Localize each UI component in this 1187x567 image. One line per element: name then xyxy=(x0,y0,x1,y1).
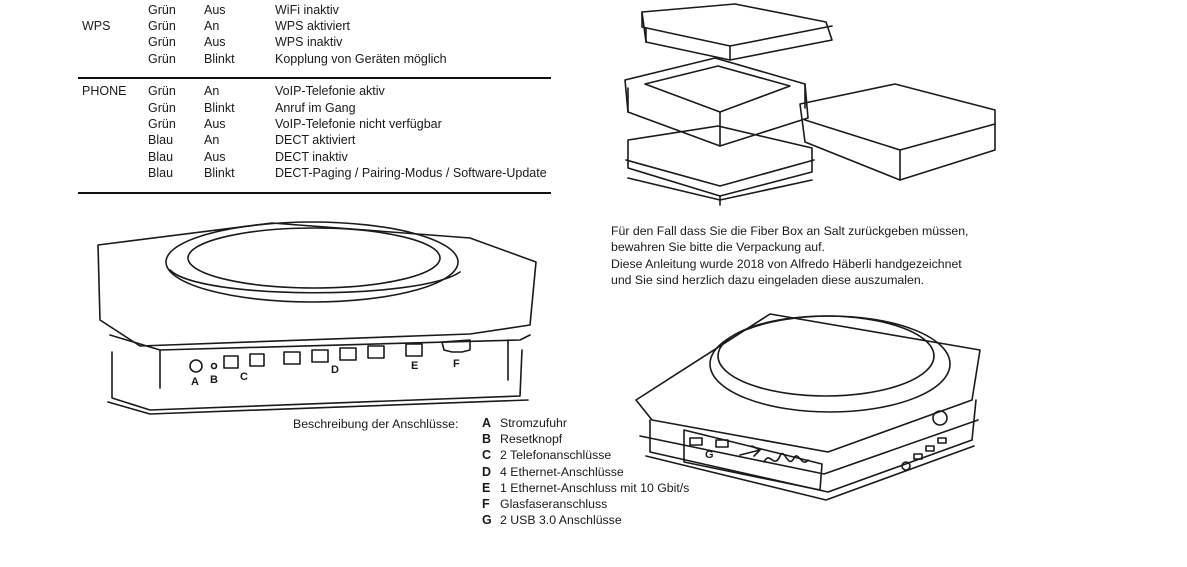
legend-text: 1 Ethernet-Anschluss mit 10 Gbit/s xyxy=(500,481,690,495)
table-cell-color: Blau xyxy=(148,150,174,164)
table-cell-color: Grün xyxy=(148,3,176,17)
table-cell-color: Grün xyxy=(148,84,176,98)
table-cell-color: Grün xyxy=(148,52,176,66)
router-side-illustration: G xyxy=(635,313,981,501)
label-d: D xyxy=(331,364,339,376)
table-cell-state: An xyxy=(204,84,220,98)
table-cell-meaning: WiFi inaktiv xyxy=(275,3,339,17)
ethernet-10g-port-icon xyxy=(405,343,423,357)
label-f: F xyxy=(453,358,460,370)
table-cell-state: Aus xyxy=(204,150,226,164)
table-cell-state: An xyxy=(204,19,220,33)
table-group-phone: PHONE xyxy=(82,84,127,98)
label-e: E xyxy=(411,360,418,372)
phone-port-icon xyxy=(249,353,265,367)
power-port-icon xyxy=(189,359,203,373)
table-cell-meaning: WPS inaktiv xyxy=(275,35,343,49)
legend-letter: A xyxy=(482,416,492,430)
note-line: und Sie sind herzlich dazu eingeladen di… xyxy=(611,273,925,287)
legend-text: 2 Telefonanschlüsse xyxy=(500,448,612,462)
note-line: bewahren Sie bitte die Verpackung auf. xyxy=(611,240,825,254)
table-cell-state: An xyxy=(204,133,220,147)
legend-text: 4 Ethernet-Anschlüsse xyxy=(500,465,624,479)
ethernet-port-icon xyxy=(339,347,357,361)
legend-letter: C xyxy=(482,448,492,462)
table-cell-state: Aus xyxy=(204,117,226,131)
usb-panel xyxy=(683,429,823,491)
table-group-wps: WPS xyxy=(82,19,111,33)
legend-text: 2 USB 3.0 Anschlüsse xyxy=(500,513,622,527)
legend-letter: F xyxy=(482,497,490,511)
table-cell-meaning: DECT-Paging / Pairing-Modus / Software-U… xyxy=(275,166,547,180)
legend-letter: E xyxy=(482,481,491,495)
table-cell-color: Blau xyxy=(148,133,174,147)
table-cell-color: Grün xyxy=(148,101,176,115)
router-back-illustration: A B C D E F xyxy=(97,221,537,415)
table-cell-meaning: DECT inaktiv xyxy=(275,150,348,164)
legend-heading: Beschreibung der Anschlüsse: xyxy=(293,417,459,431)
table-divider xyxy=(78,77,551,79)
table-cell-state: Aus xyxy=(204,35,226,49)
legend-text: Resetknopf xyxy=(500,432,563,446)
usb-port-icon xyxy=(689,437,703,446)
ethernet-port-icon xyxy=(283,351,301,365)
table-cell-color: Grün xyxy=(148,19,176,33)
table-cell-color: Blau xyxy=(148,166,174,180)
table-divider xyxy=(78,192,551,194)
ethernet-port-icon xyxy=(367,345,385,359)
table-cell-color: Grün xyxy=(148,117,176,131)
legend-letter: B xyxy=(482,432,492,446)
table-cell-state: Aus xyxy=(204,3,226,17)
packaging-boxes-illustration xyxy=(624,3,996,206)
table-cell-meaning: Anruf im Gang xyxy=(275,101,356,115)
legend-letter: D xyxy=(482,465,492,479)
note-line: Diese Anleitung wurde 2018 von Alfredo H… xyxy=(611,257,962,271)
label-b: B xyxy=(210,374,218,386)
legend-letter: G xyxy=(482,513,492,527)
note-line: Für den Fall dass Sie die Fiber Box an S… xyxy=(611,224,969,238)
reset-button-icon xyxy=(210,362,218,370)
table-cell-state: Blinkt xyxy=(204,52,235,66)
label-c: C xyxy=(240,371,248,383)
usb-port-icon xyxy=(715,439,729,448)
table-cell-state: Blinkt xyxy=(204,101,235,115)
legend-text: Glasfaseranschluss xyxy=(500,497,608,511)
ethernet-port-icon xyxy=(311,349,329,363)
label-a: A xyxy=(191,376,199,388)
legend-text: Stromzufuhr xyxy=(500,416,567,430)
label-g: G xyxy=(705,449,714,461)
table-cell-meaning: Kopplung von Geräten möglich xyxy=(275,52,447,66)
table-cell-meaning: DECT aktiviert xyxy=(275,133,356,147)
table-cell-meaning: WPS aktiviert xyxy=(275,19,351,33)
fiber-port-icon xyxy=(441,339,471,353)
phone-port-icon xyxy=(223,355,239,369)
table-cell-meaning: VoIP-Telefonie aktiv xyxy=(275,84,385,98)
table-cell-color: Grün xyxy=(148,35,176,49)
table-cell-meaning: VoIP-Telefonie nicht verfügbar xyxy=(275,117,442,131)
table-cell-state: Blinkt xyxy=(204,166,235,180)
